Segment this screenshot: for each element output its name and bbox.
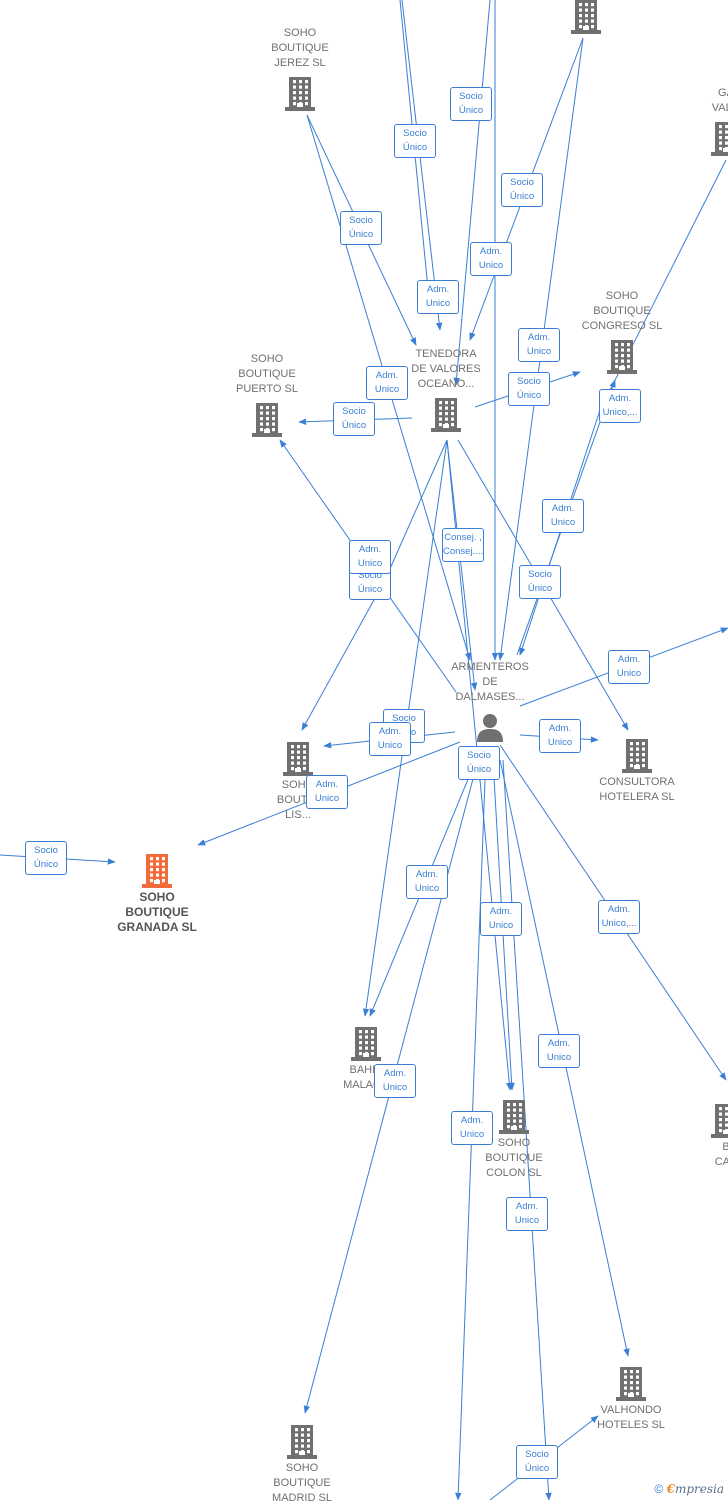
node-label: BCAP bbox=[714, 1141, 728, 1168]
building-icon bbox=[283, 740, 313, 781]
building-icon bbox=[142, 852, 172, 893]
relation-badge[interactable]: Adm. Unico bbox=[542, 499, 584, 533]
relation-badge[interactable]: Adm. Unico bbox=[539, 719, 581, 753]
relation-badge[interactable]: Adm. Unico bbox=[451, 1111, 493, 1145]
node-label: GAVALO bbox=[711, 87, 728, 114]
building-icon bbox=[499, 1098, 529, 1139]
relation-edge bbox=[301, 579, 386, 731]
relation-badge[interactable]: Adm. Unico bbox=[608, 650, 650, 684]
node-label: ArmenterosDeDalmases... bbox=[451, 661, 529, 703]
building-icon bbox=[431, 396, 461, 437]
relation-badge[interactable]: Adm. Unico bbox=[538, 1034, 580, 1068]
relation-badge[interactable]: Adm. Unico bbox=[406, 865, 448, 899]
relation-badge[interactable]: Adm. Unico bbox=[349, 540, 391, 574]
relation-edge bbox=[384, 439, 448, 581]
building-icon bbox=[351, 1025, 381, 1066]
building-icon bbox=[571, 0, 601, 39]
person-icon bbox=[475, 712, 505, 747]
relation-badge[interactable]: Socio Único bbox=[501, 173, 543, 207]
relation-badge[interactable]: Socio Único bbox=[394, 124, 436, 158]
building-icon bbox=[711, 1102, 728, 1143]
building-icon bbox=[287, 1423, 317, 1464]
relation-edge bbox=[446, 439, 478, 691]
relation-badge[interactable]: Adm. Unico bbox=[417, 280, 459, 314]
relation-badge[interactable]: Socio Único bbox=[25, 841, 67, 875]
relation-badge[interactable]: Socio Único bbox=[508, 372, 550, 406]
relation-badge[interactable]: Socio Único bbox=[519, 565, 561, 599]
building-icon bbox=[622, 737, 652, 778]
building-icon bbox=[711, 120, 728, 161]
relation-badge[interactable]: Adm. Unico bbox=[366, 366, 408, 400]
relation-badge[interactable]: Socio Único bbox=[333, 402, 375, 436]
relation-badge[interactable]: Adm. Unico bbox=[518, 328, 560, 362]
relation-badge[interactable]: Adm. Unico bbox=[480, 902, 522, 936]
relation-badge[interactable]: Socio Único bbox=[450, 87, 492, 121]
relation-badge[interactable]: Consej. , Consej.... bbox=[442, 528, 484, 562]
copyright-symbol: © bbox=[654, 1482, 664, 1496]
empresia-logo: €mpresia bbox=[666, 1482, 724, 1496]
relation-edge bbox=[453, 0, 491, 386]
building-icon bbox=[285, 75, 315, 116]
building-icon bbox=[607, 338, 637, 379]
brand-footer[interactable]: © €mpresia bbox=[654, 1482, 724, 1496]
relation-badge[interactable]: Adm. Unico bbox=[374, 1064, 416, 1098]
relation-badge[interactable]: Socio Único bbox=[458, 746, 500, 780]
relation-badge[interactable]: Adm. Unico bbox=[306, 775, 348, 809]
building-icon bbox=[616, 1365, 646, 1406]
relation-badge[interactable]: Adm. Unico bbox=[369, 722, 411, 756]
relation-badge[interactable]: Socio Único bbox=[340, 211, 382, 245]
relation-edge bbox=[401, 0, 443, 331]
building-icon bbox=[252, 401, 282, 442]
relation-badge[interactable]: Adm. Unico,... bbox=[598, 900, 640, 934]
relation-badge[interactable]: Adm. Unico bbox=[506, 1197, 548, 1231]
relation-badge[interactable]: Socio Único bbox=[516, 1445, 558, 1479]
relation-badge[interactable]: Adm. Unico,... bbox=[599, 389, 641, 423]
relation-badge[interactable]: Adm. Unico bbox=[470, 242, 512, 276]
